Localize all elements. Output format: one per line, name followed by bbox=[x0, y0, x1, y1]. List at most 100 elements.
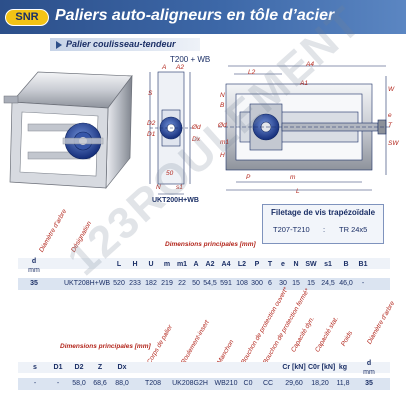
table-row bbox=[18, 278, 390, 290]
page-title: Paliers auto-aligneurs en tôle d’acier bbox=[55, 7, 335, 24]
dim-label: L bbox=[296, 188, 300, 195]
header-banner: SNR Paliers auto-aligneurs en tôle d’aci… bbox=[0, 0, 406, 34]
col-header: mm bbox=[363, 369, 375, 376]
cell-designation: UKT208H+WB bbox=[64, 280, 111, 287]
dim-label: Dx bbox=[192, 136, 200, 143]
table-cell: - bbox=[361, 280, 365, 287]
section2-header-row bbox=[18, 362, 390, 373]
dim-label: N bbox=[220, 92, 225, 99]
technical-drawing bbox=[3, 65, 390, 195]
table-cell: - bbox=[33, 380, 37, 387]
table-cell: 58,0 bbox=[72, 380, 86, 387]
col-header: m bbox=[163, 261, 171, 268]
table-cell: 30 bbox=[279, 280, 287, 287]
dim-label: e bbox=[388, 112, 392, 119]
subtitle-bar bbox=[50, 38, 200, 51]
subtitle: Palier coulisseau-tendeur bbox=[66, 39, 176, 49]
section2-group-label: Dimensions principales [mm] bbox=[60, 343, 151, 350]
arrow-right-icon bbox=[56, 41, 62, 49]
table-cell: 54,5 bbox=[203, 280, 217, 287]
bearing-3d-view bbox=[3, 71, 133, 190]
table-cell: - bbox=[56, 380, 60, 387]
thread-range: T207-T210 bbox=[273, 225, 310, 234]
col-header: Dx bbox=[117, 364, 127, 371]
table-cell: 29,60 bbox=[285, 380, 303, 387]
table-cell: 68,6 bbox=[93, 380, 107, 387]
dim-label: A1 bbox=[300, 80, 308, 87]
col-header: T bbox=[267, 261, 273, 268]
header-shaft-diameter-2: Diamètre d’arbre bbox=[366, 300, 397, 346]
col-header: A4 bbox=[221, 261, 231, 268]
col-header: SW bbox=[305, 261, 317, 268]
col-header: N bbox=[293, 261, 299, 268]
col-header: B bbox=[343, 261, 349, 268]
cell-d: 35 bbox=[30, 280, 38, 287]
dim-label: L2 bbox=[248, 69, 256, 76]
brand-logo: SNR bbox=[5, 9, 49, 26]
col-header: s bbox=[33, 364, 37, 371]
col-header: e bbox=[281, 261, 285, 268]
col-header: d bbox=[366, 360, 372, 367]
dim-label: A bbox=[162, 64, 167, 71]
table-cell: UK208G2H bbox=[172, 380, 208, 387]
dim-label: B bbox=[220, 102, 225, 109]
thread-title: Filetage de vis trapézoïdale bbox=[271, 208, 376, 217]
table-cell: 6 bbox=[268, 280, 272, 287]
table-cell: 11,8 bbox=[336, 380, 350, 387]
table-cell: 233 bbox=[129, 280, 141, 287]
dim-label: P bbox=[246, 174, 251, 181]
dim-label: A4 bbox=[306, 61, 314, 68]
dim-label: 50 bbox=[166, 170, 174, 177]
table-row bbox=[18, 378, 390, 390]
dim-label: m1 bbox=[220, 139, 230, 146]
col-header: U bbox=[148, 261, 154, 268]
dim-label: S bbox=[148, 90, 153, 97]
col-header: L bbox=[116, 261, 122, 268]
bearing-side-view bbox=[149, 71, 192, 195]
col-header: A2 bbox=[205, 261, 215, 268]
col-header: m1 bbox=[176, 261, 188, 268]
section1-group-label: Dimensions principales [mm] bbox=[165, 241, 256, 248]
drawing-caption: UKT200H+WB bbox=[152, 197, 199, 204]
col-header: Cr [kN] bbox=[282, 364, 306, 371]
table-cell: 88,0 bbox=[115, 380, 129, 387]
thread-spec: TR 24x5 bbox=[339, 225, 368, 234]
table-cell: 219 bbox=[161, 280, 173, 287]
dim-label: T bbox=[388, 122, 392, 129]
header-stat-capacity: Capacité stat. bbox=[314, 315, 340, 354]
table-cell: 18,20 bbox=[311, 380, 329, 387]
col-header: L2 bbox=[237, 261, 247, 268]
table-cell: 108 bbox=[236, 280, 248, 287]
dim-label: Ød bbox=[192, 124, 201, 131]
col-header: A bbox=[193, 261, 199, 268]
dim-label: D1 bbox=[147, 131, 156, 138]
unit-mm: mm bbox=[28, 267, 40, 274]
col-header: Z bbox=[97, 364, 103, 371]
table-cell: 22 bbox=[178, 280, 186, 287]
col-header: D1 bbox=[53, 364, 63, 371]
header-weight: Poids bbox=[340, 329, 355, 348]
col-header: H bbox=[132, 261, 138, 268]
dim-label: H bbox=[220, 152, 225, 159]
dim-label: A2 bbox=[176, 64, 184, 71]
col-header: s1 bbox=[324, 261, 332, 268]
dim-label: m bbox=[290, 174, 296, 181]
table-cell: 50 bbox=[192, 280, 200, 287]
dim-label: N bbox=[156, 184, 161, 191]
col-header: C0r [kN] bbox=[308, 364, 336, 371]
table-cell: 15 bbox=[292, 280, 300, 287]
table-cell: T208 bbox=[145, 380, 161, 387]
table-cell: 300 bbox=[251, 280, 263, 287]
thread-spec-box: Filetage de vis trapézoïdale T207-T210 :… bbox=[262, 204, 384, 244]
dim-label: W bbox=[388, 86, 395, 93]
table-cell: 15 bbox=[307, 280, 315, 287]
table-cell: CC bbox=[262, 380, 274, 387]
table-cell: 591 bbox=[220, 280, 232, 287]
header-insert: Roulement-insert bbox=[180, 319, 211, 366]
table-cell: 520 bbox=[113, 280, 125, 287]
dim-label: SW bbox=[388, 140, 399, 147]
dim-label: Ød bbox=[218, 122, 227, 129]
dim-label: D2 bbox=[147, 120, 156, 127]
table-cell: 24,5 bbox=[321, 280, 335, 287]
unit-d: d bbox=[31, 258, 37, 265]
